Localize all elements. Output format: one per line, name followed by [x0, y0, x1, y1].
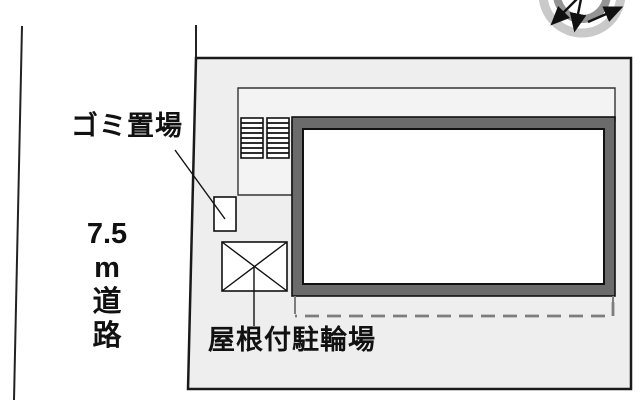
road-width-unit: m — [94, 252, 120, 284]
stair-hatch-icon — [266, 117, 290, 159]
road-kanji-2: 路 — [92, 320, 122, 352]
bicycle-parking-label: 屋根付駐輪場 — [208, 325, 376, 355]
road-width-value: 7.5 — [86, 218, 128, 250]
garbage-leader-line — [174, 149, 226, 220]
garbage-area-box — [213, 196, 237, 232]
stair-hatch-icon — [240, 117, 264, 159]
canopy-dashed-line — [294, 296, 615, 318]
garbage-area-label: ゴミ置場 — [71, 111, 183, 141]
road-left-boundary-line — [13, 25, 23, 400]
building-interior — [302, 128, 605, 285]
road-width-label: 7.5 m 道 路 — [76, 217, 138, 353]
road-kanji-1: 道 — [92, 286, 122, 318]
compass-north-icon — [538, 0, 626, 38]
